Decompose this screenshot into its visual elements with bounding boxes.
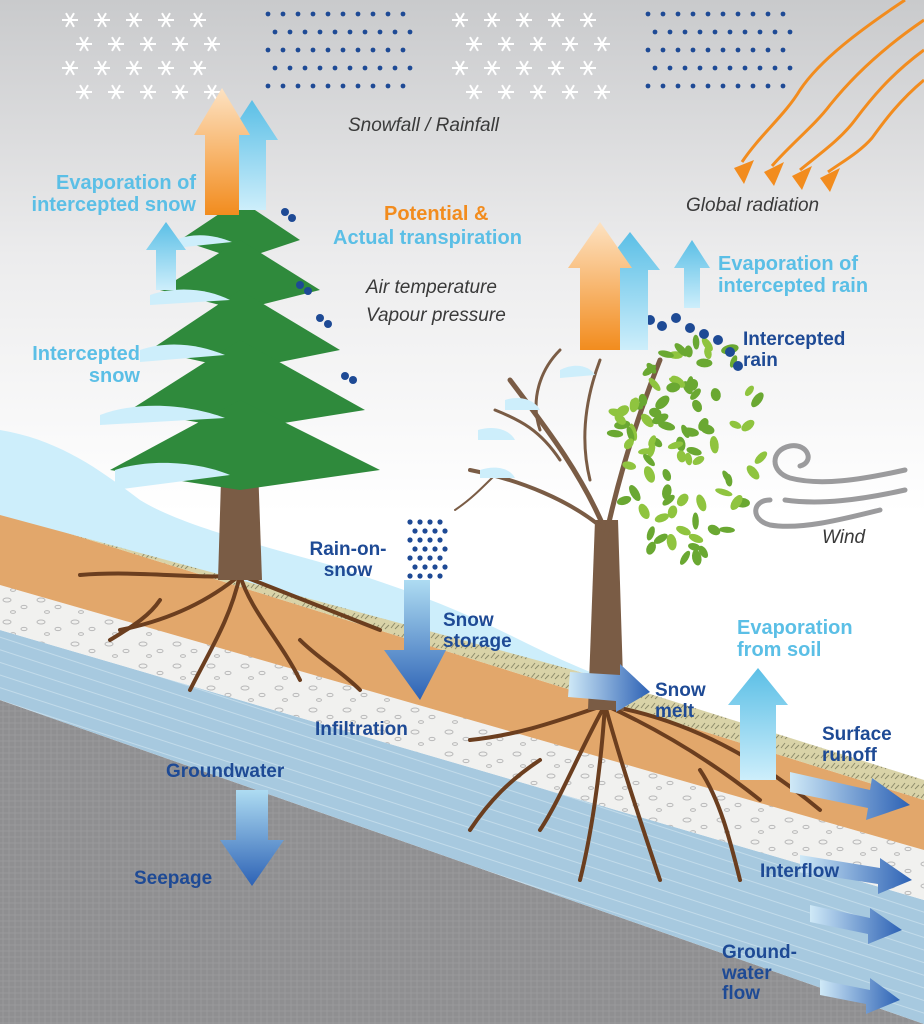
snow-melt-label: Snow melt (655, 680, 706, 722)
evaporation-intercepted-snow-label: Evaporation of intercepted snow (31, 172, 196, 216)
global-radiation-label: Global radiation (686, 195, 820, 216)
snow-storage-label: Snow storage (443, 610, 512, 652)
intercepted-rain-label: Intercepted rain (743, 329, 846, 371)
infiltration-label: Infiltration (315, 719, 408, 740)
actual-transpiration-label: Actual transpiration (333, 227, 522, 249)
evaporation-from-soil-label: Evaporation from soil (737, 617, 853, 661)
groundwater-flow-label: Ground- water flow (722, 942, 797, 1005)
air-temperature-vapour-pressure-label: Air temperature Vapour pressure (366, 277, 506, 326)
rain-on-snow-label: Rain-on- snow (309, 539, 387, 581)
surface-runoff-label: Surface runoff (822, 724, 892, 766)
wind-label: Wind (822, 527, 866, 548)
intercepted-snow-label: Intercepted snow (32, 343, 140, 387)
potential-transpiration-label: Potential & (384, 203, 489, 225)
snowfall-rainfall-label: Snowfall / Rainfall (348, 115, 500, 136)
evaporation-intercepted-rain-label: Evaporation of intercepted rain (718, 253, 869, 297)
interflow-label: Interflow (760, 861, 840, 882)
seepage-label: Seepage (134, 868, 213, 889)
groundwater-label: Groundwater (166, 761, 285, 782)
